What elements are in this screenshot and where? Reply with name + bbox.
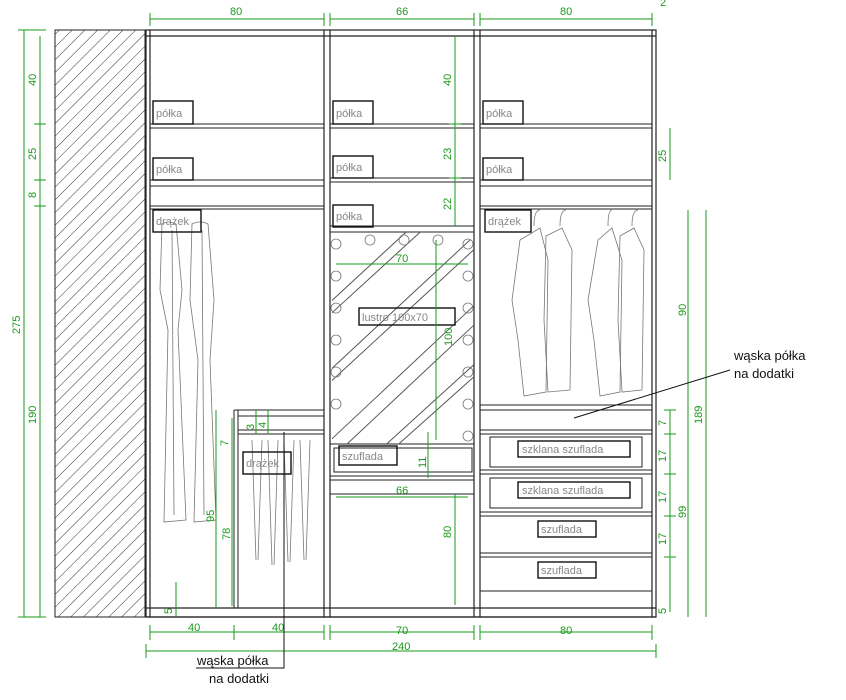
dim-top-right: 80 [560, 6, 572, 18]
wall-hatch [54, 29, 146, 618]
dim-right-total: 189 [693, 406, 705, 424]
dim-compartment-gap: 4 [257, 422, 269, 428]
dimension-texts: 80 66 80 2 40 25 8 275 190 40 23 22 70 1… [11, 0, 705, 653]
dim-left-third: 8 [27, 192, 39, 198]
label-shelf: półka [486, 164, 513, 176]
dim-total-width: 240 [392, 641, 410, 653]
dim-right-plinth: 5 [657, 608, 669, 614]
shirts-right [511, 209, 645, 397]
dim-lower-height: 80 [442, 526, 454, 538]
label-shelf: półka [336, 162, 363, 174]
dim-lower-width: 66 [396, 485, 408, 497]
label-mirror: lustro 100x70 [362, 312, 428, 324]
dim-left-rod: 190 [27, 406, 39, 424]
dim-mid-shelf-3: 22 [442, 198, 454, 210]
dimension-lines [18, 13, 707, 658]
label-drawer: szuflada [541, 565, 583, 577]
annotations: wąska półka na dodatki wąska półka na do… [196, 348, 806, 686]
mirror [330, 232, 474, 444]
note-right-line1: wąska półka [733, 348, 806, 363]
dim-mid-shelf-1: 40 [442, 74, 454, 86]
dim-mirror-width: 70 [396, 253, 408, 265]
label-shelf: półka [486, 108, 513, 120]
label-shelf: półka [156, 108, 183, 120]
dim-right-shelf: 25 [657, 150, 669, 162]
label-rod: drążek [246, 458, 280, 470]
dim-right-hanging: 90 [677, 304, 689, 316]
label-glass-drawer: szklana szuflada [522, 485, 604, 497]
dim-right-drawer-1: 17 [657, 450, 669, 462]
clothes-left [159, 221, 217, 523]
dim-bottom-1: 40 [188, 622, 200, 634]
dim-right-narrow: 7 [657, 420, 669, 426]
label-drawer: szuflada [541, 524, 583, 536]
label-shelf: półka [156, 164, 183, 176]
dim-compartment-rod: 78 [221, 528, 233, 540]
label-rod: drążek [488, 216, 522, 228]
dim-bottom-3: 70 [396, 625, 408, 637]
dim-compartment-top: 7 [219, 440, 231, 446]
drawer-fronts [489, 436, 643, 509]
dim-bottom-2: 40 [272, 622, 284, 634]
dim-bottom-4: 80 [560, 625, 572, 637]
trousers [251, 439, 311, 566]
dim-top-middle: 66 [396, 6, 408, 18]
dim-left-total: 275 [11, 316, 23, 334]
dim-top-partial: 2 [660, 0, 666, 9]
note-bottom-line1: wąska półka [196, 653, 269, 668]
dim-mirror-height: 100 [443, 328, 455, 346]
label-shelf: półka [336, 108, 363, 120]
dim-left-second: 25 [27, 148, 39, 160]
dim-drawer-height: 11 [417, 457, 429, 468]
label-shelf: półka [336, 211, 363, 223]
dim-compartment-height: 95 [205, 510, 217, 522]
note-right-line2: na dodatki [734, 366, 794, 381]
dim-compartment-shelf: 3 [245, 424, 257, 430]
label-drawer: szuflada [342, 451, 384, 463]
dim-top-left: 80 [230, 6, 242, 18]
dim-right-drawer-2: 17 [657, 491, 669, 503]
dim-mid-shelf-2: 23 [442, 148, 454, 160]
part-label-texts: półka półka półka półka półka półka drąż… [156, 108, 604, 577]
dim-right-drawer-3: 17 [657, 533, 669, 545]
dim-left-top: 40 [27, 74, 39, 86]
dim-right-lower: 99 [677, 506, 689, 518]
note-bottom-line2: na dodatki [209, 671, 269, 686]
part-labels [152, 100, 631, 579]
label-glass-drawer: szklana szuflada [522, 444, 604, 456]
dim-left-plinth: 5 [163, 608, 175, 614]
label-rod: drążek [156, 216, 190, 228]
